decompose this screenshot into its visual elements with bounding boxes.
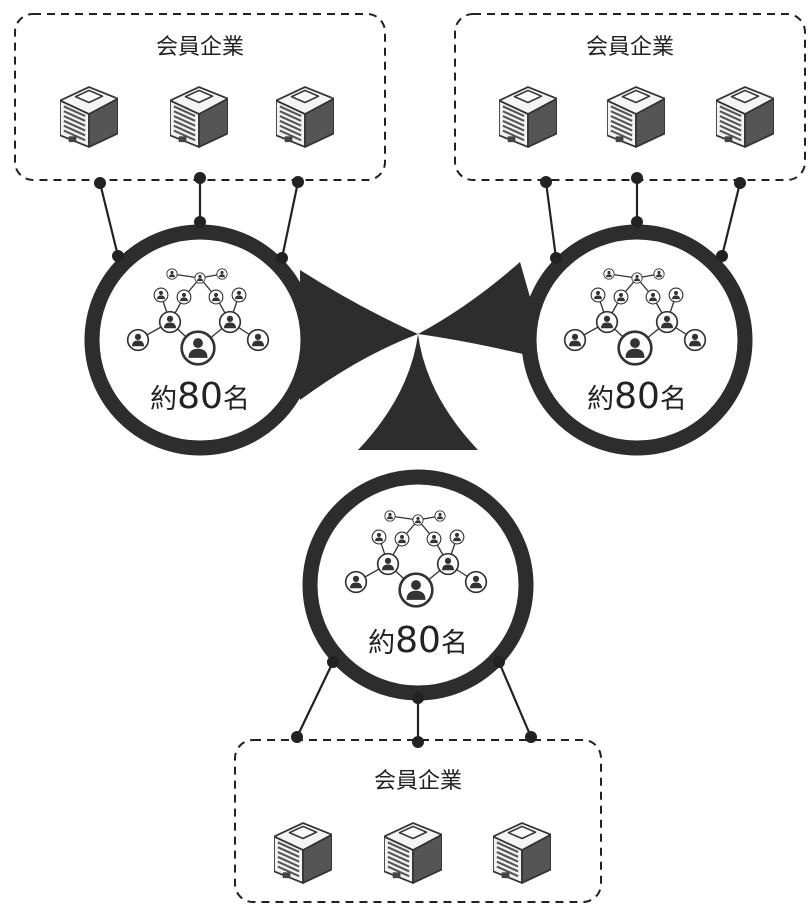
- connector-node-icon: [493, 656, 505, 668]
- connector-lines: [98, 178, 742, 742]
- hub-connection-band: [300, 262, 548, 450]
- office-building-icon: [716, 85, 774, 149]
- member-box-label: 会員企業: [374, 769, 462, 794]
- connector-node-icon: [631, 216, 643, 228]
- connector-node-icon: [112, 250, 124, 262]
- office-building-icon: [607, 85, 665, 149]
- connector-node-icon: [716, 250, 728, 262]
- member-count-bottom: 約80名: [368, 620, 468, 661]
- office-building-icon: [274, 821, 332, 885]
- member-box-top-right: [454, 13, 806, 181]
- connector-node-icon: [525, 731, 537, 743]
- member-box-label: 会員企業: [586, 35, 674, 60]
- connector-node-icon: [327, 656, 339, 668]
- connector-node-icon: [194, 216, 206, 228]
- connector-node-icon: [550, 252, 562, 264]
- connector-node-icon: [412, 692, 424, 704]
- connector-node-icon: [631, 172, 643, 184]
- office-building-icon: [276, 85, 334, 149]
- building-icons-bottom: [274, 821, 551, 885]
- member-count-right: 約80名: [587, 376, 687, 417]
- office-building-icon: [499, 85, 557, 149]
- office-building-icon: [493, 821, 551, 885]
- member-count-left: 約80名: [150, 376, 250, 417]
- connector-node-icon: [291, 731, 303, 743]
- building-icons-top-left: [60, 85, 334, 149]
- connector-node-icon: [276, 252, 288, 264]
- office-building-icon: [384, 821, 442, 885]
- building-icons-top-right: [499, 85, 774, 149]
- connector-node-icon: [540, 176, 552, 188]
- connector-node-icon: [292, 176, 304, 188]
- connector-node-icon: [194, 172, 206, 184]
- connector-node-icon: [94, 177, 106, 189]
- office-building-icon: [170, 85, 228, 149]
- member-box-label: 会員企業: [156, 35, 244, 60]
- connector-node-icon: [734, 177, 746, 189]
- office-building-icon: [60, 85, 118, 149]
- connector-node-icons: [94, 172, 746, 748]
- member-box-bottom: [234, 739, 602, 903]
- connector-node-icon: [412, 736, 424, 748]
